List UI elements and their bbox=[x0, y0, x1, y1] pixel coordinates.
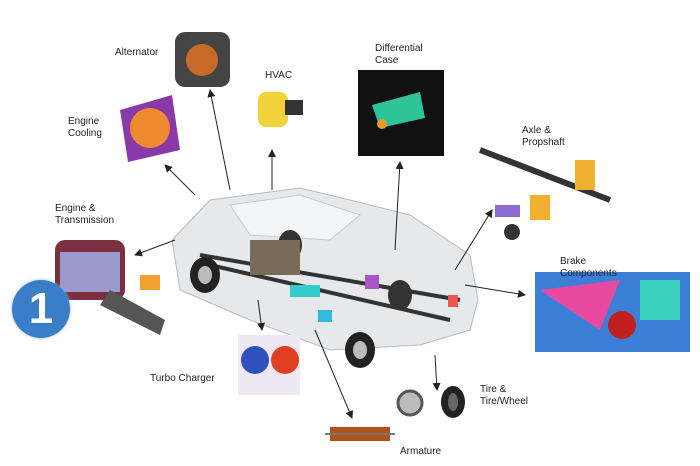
engine-transmission-image bbox=[55, 240, 165, 335]
vehicle-chassis-image bbox=[171, 187, 479, 368]
label-alternator: Alternator bbox=[115, 47, 159, 58]
engine-cooling-image bbox=[120, 95, 180, 162]
label-engine-cooling: Engine Cooling bbox=[68, 116, 102, 139]
axle-propshaft-image bbox=[478, 147, 612, 240]
tire-image bbox=[396, 386, 465, 418]
turbo-charger-image bbox=[238, 335, 300, 395]
number-badge: 1 bbox=[12, 280, 70, 338]
arrows bbox=[134, 89, 526, 419]
label-hvac: HVAC bbox=[265, 70, 293, 81]
label-engine-transmission: Engine & Transmission bbox=[55, 203, 115, 226]
brake-components-image bbox=[535, 272, 690, 352]
differential-case-image bbox=[358, 70, 444, 156]
hvac-image bbox=[258, 92, 303, 127]
alternator-image bbox=[175, 32, 230, 87]
label-armature: Armature bbox=[400, 446, 442, 457]
label-tire-wheel: Tire & Tire/Wheel bbox=[480, 384, 528, 407]
label-brake-components: Brake Components bbox=[560, 256, 617, 279]
armature-image bbox=[325, 427, 395, 441]
label-axle-propshaft: Axle & Propshaft bbox=[522, 125, 565, 148]
label-differential-case: Differential Case bbox=[375, 43, 423, 66]
label-turbo-charger: Turbo Charger bbox=[150, 373, 215, 384]
